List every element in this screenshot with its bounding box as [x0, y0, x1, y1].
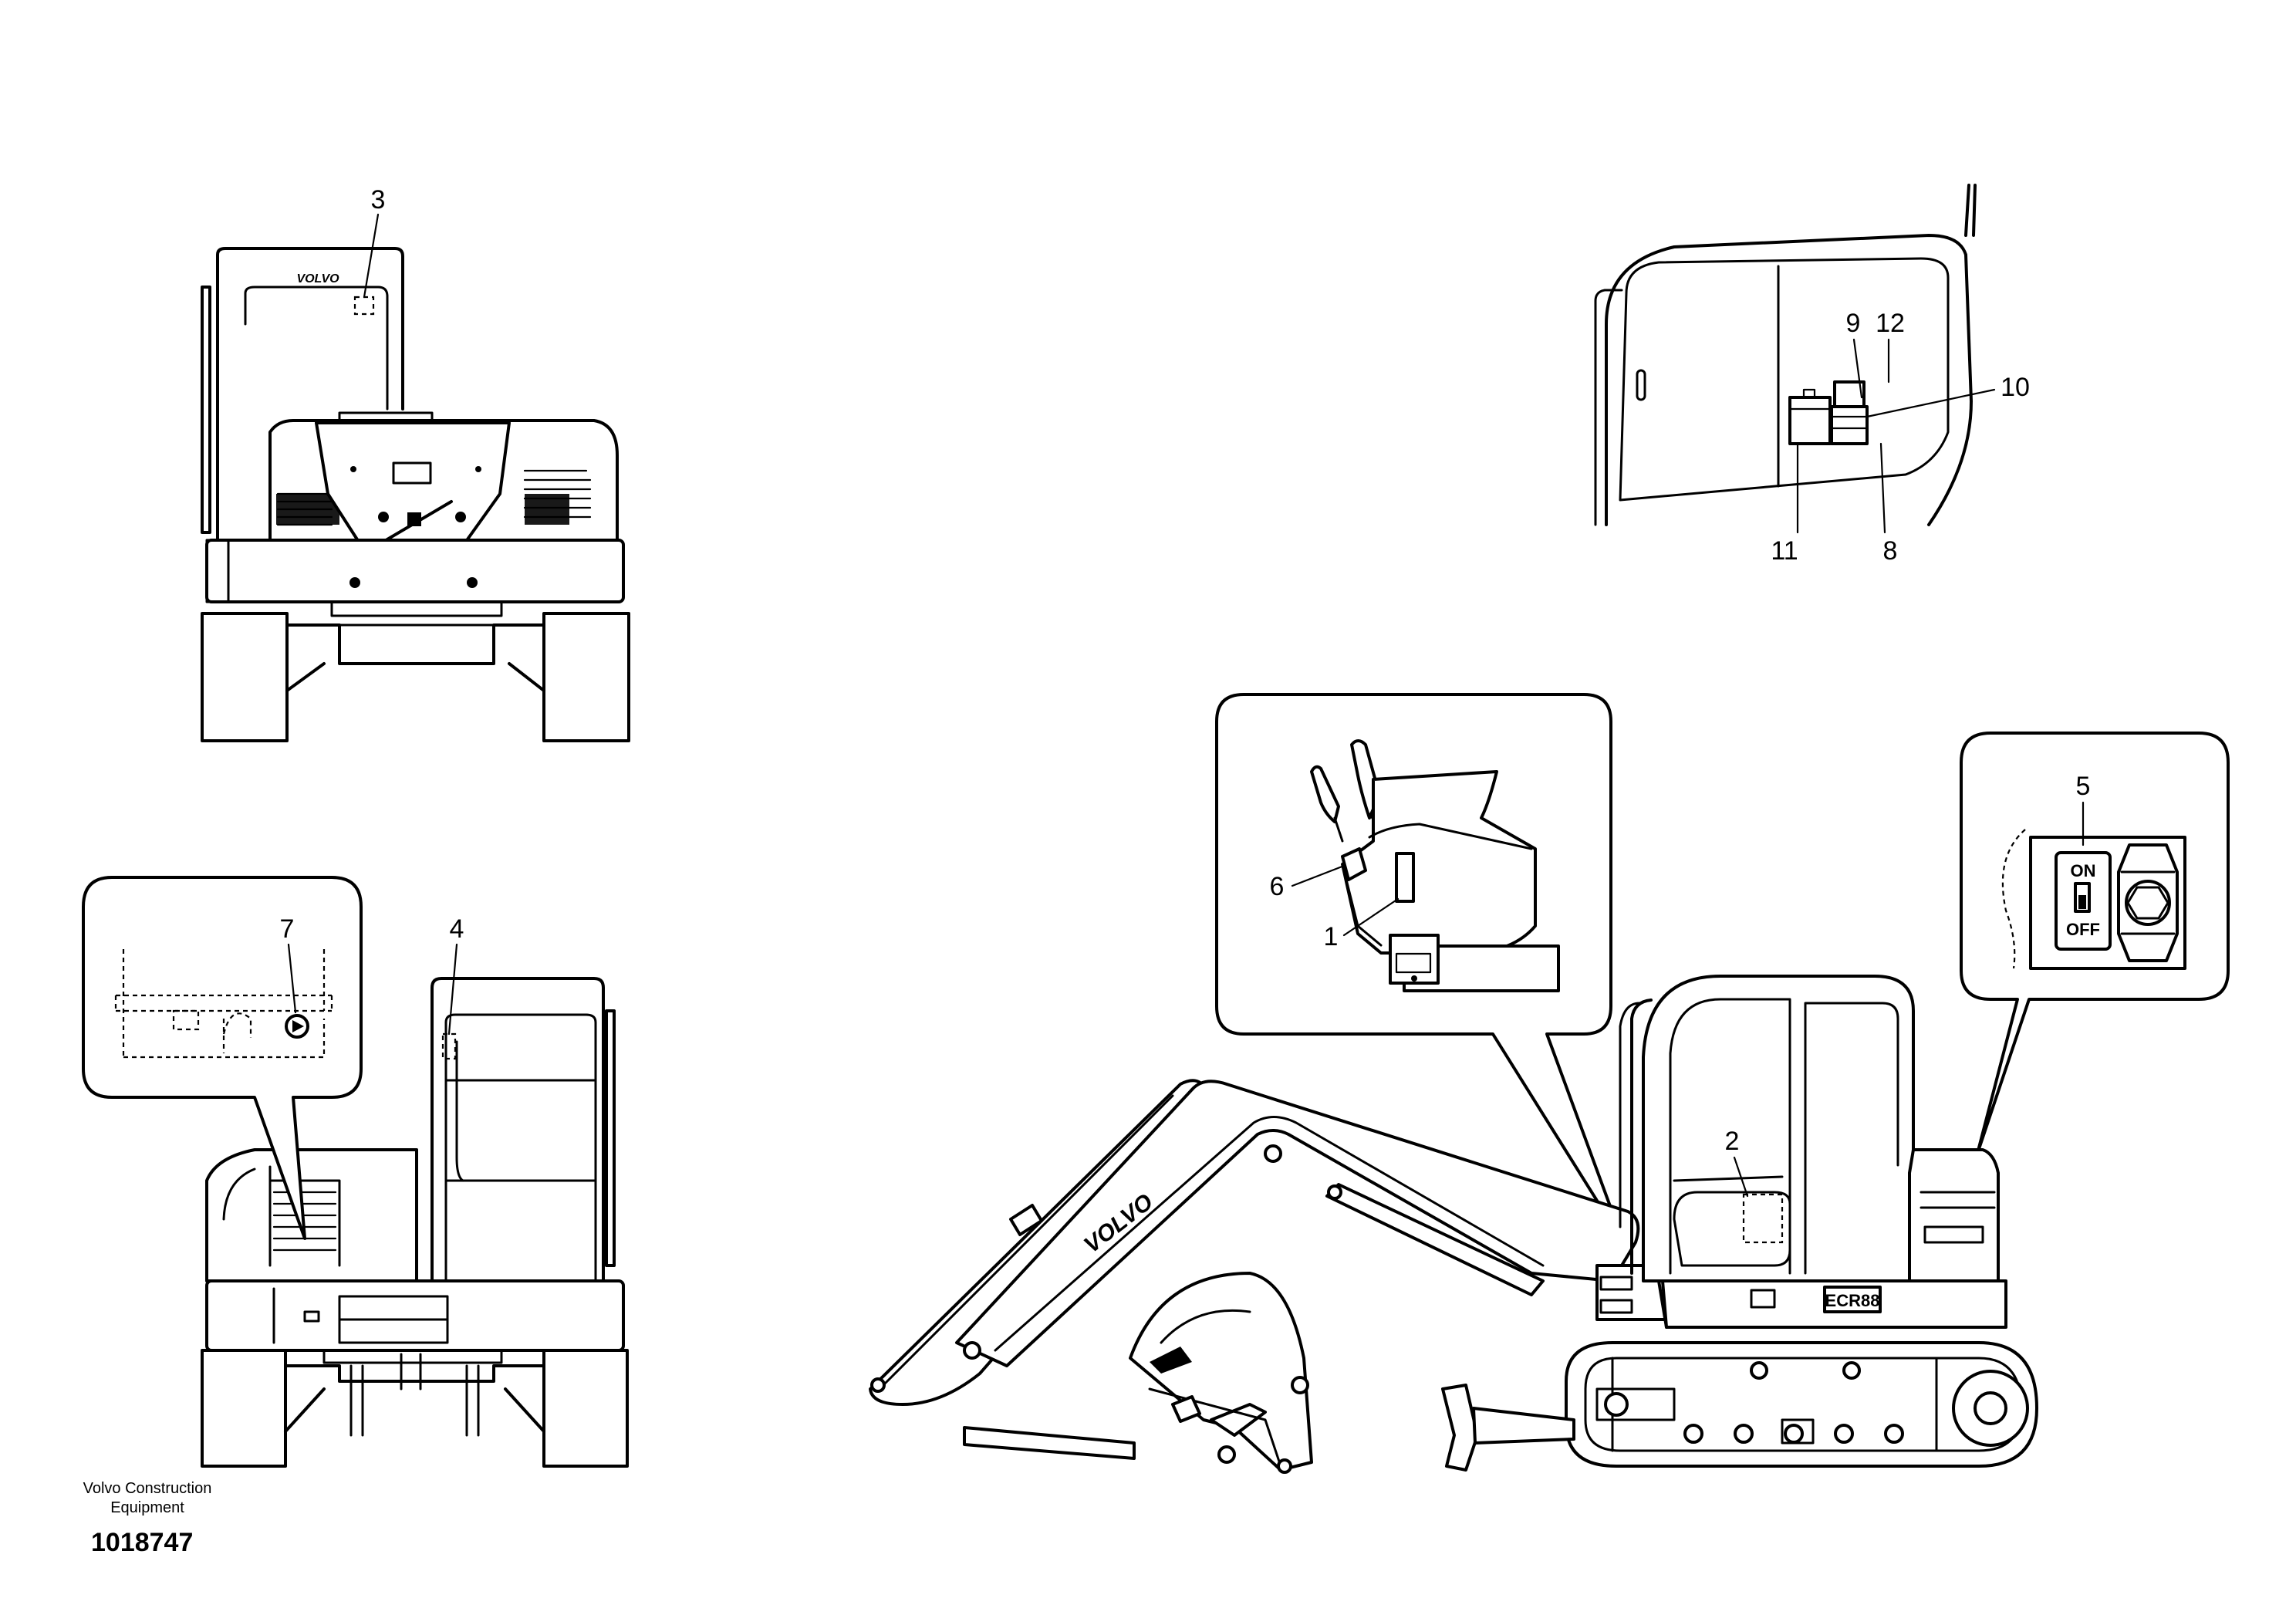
callout-1: 1	[1324, 922, 1339, 951]
callout-7-group: 7	[280, 914, 297, 1014]
callouts-console: 6 1	[1270, 864, 1400, 951]
callout-4: 4	[450, 914, 464, 944]
callout-2-group: 2	[1725, 1127, 1749, 1198]
company-name-line2: Equipment	[110, 1499, 184, 1516]
rear-view-machine	[201, 977, 629, 1468]
callout-12: 12	[1876, 309, 1905, 338]
detail-bubble-switch: ON OFF	[1960, 732, 2230, 1155]
callout-6: 6	[1270, 872, 1285, 901]
callout-8: 8	[1883, 536, 1898, 566]
excavator-side-view: VOLVO	[869, 975, 2038, 1474]
drawing-footer: Volvo Construction Equipment 1018747	[83, 1480, 212, 1557]
callouts-cab-interior: 9 12 10 11 8	[1771, 309, 2030, 566]
model-badge: ECR88	[1825, 1291, 1880, 1310]
callout-5-group: 5	[2076, 772, 2091, 846]
front-view-machine: VOLVO	[201, 247, 630, 742]
front-cab-logo: VOLVO	[296, 272, 339, 286]
company-name-line1: Volvo Construction	[83, 1480, 212, 1497]
switch-off-label: OFF	[2066, 920, 2100, 939]
callout-3-group: 3	[363, 185, 386, 299]
callout-7: 7	[280, 914, 295, 944]
callout-11: 11	[1771, 536, 1798, 566]
callout-10: 10	[2001, 373, 2030, 402]
callout-2: 2	[1725, 1127, 1740, 1156]
callout-3: 3	[371, 185, 386, 215]
switch-on-label: ON	[2071, 861, 2096, 880]
detail-bubble-console	[1215, 693, 1626, 1245]
cab-interior-view	[1594, 184, 1977, 526]
callout-4-group: 4	[447, 914, 464, 1036]
drawing-number: 1018747	[91, 1528, 193, 1557]
callout-5: 5	[2076, 772, 2091, 801]
callout-9: 9	[1846, 309, 1861, 338]
